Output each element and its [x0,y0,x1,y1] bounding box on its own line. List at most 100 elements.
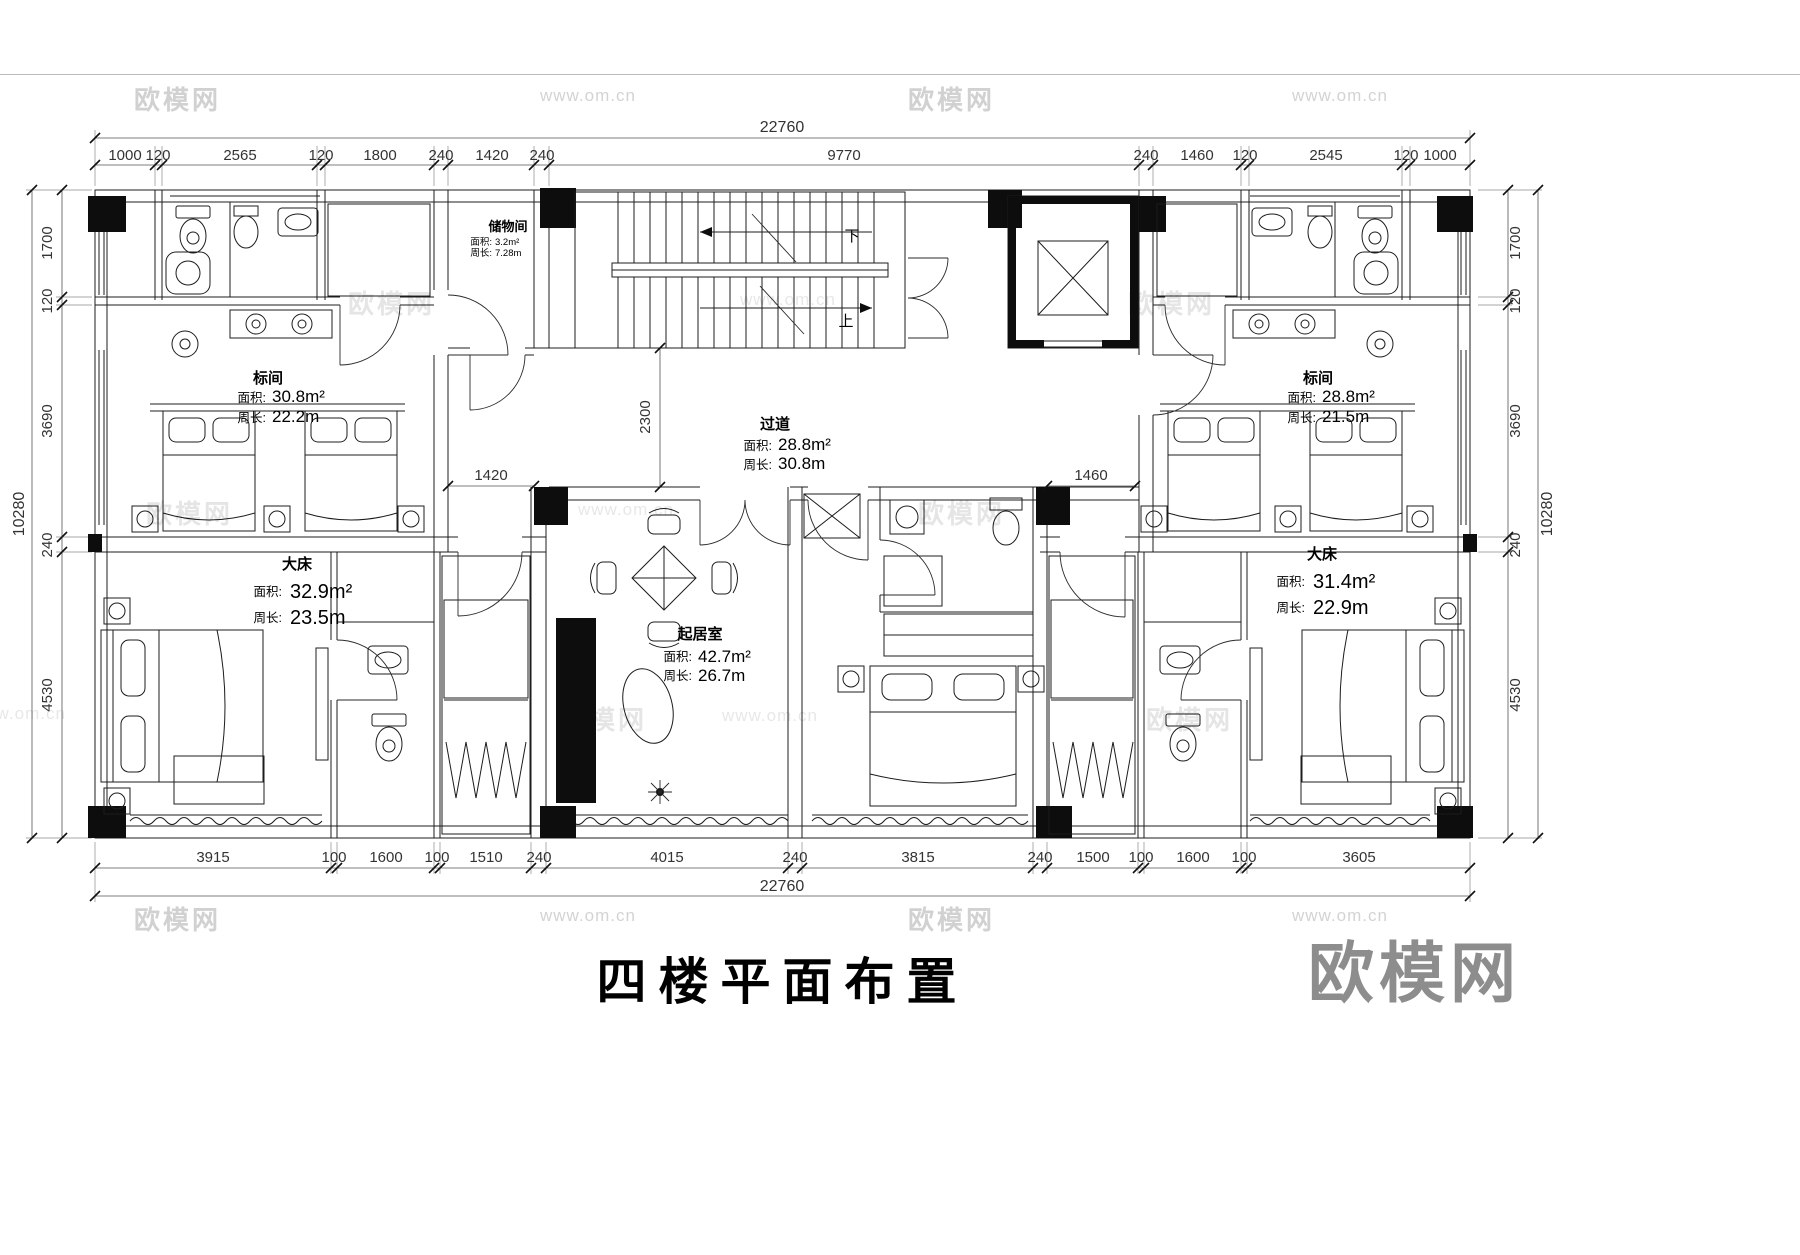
rug [1300,755,1392,805]
suite-middle [803,493,1045,807]
room-name: 大床 [282,555,313,573]
elevator [1007,195,1139,349]
room-peri-value: 23.5m [290,607,346,629]
dim-label: 100 [1128,849,1153,866]
brand-watermark: 欧模网 [146,499,234,529]
closet-king-right [1048,555,1136,835]
sink [1251,207,1293,237]
sink [277,207,319,237]
dim-label: 22760 [760,119,805,136]
dim-label: 2565 [223,147,256,164]
rug [173,755,265,805]
chair [647,621,681,648]
dim-label: 10280 [1539,492,1556,537]
room-name: 大床 [1307,545,1338,563]
url-watermark: www.om.cn [1292,86,1388,105]
room-peri-key: 周长: [238,411,266,425]
bed [1167,410,1261,532]
nightstand [1140,505,1168,533]
closet-top-left [327,203,431,297]
dim-label: 240 [526,849,551,866]
room-peri-key: 周长: [1288,411,1316,425]
doors [336,257,1242,701]
bed [112,629,264,783]
url-watermark: www.om.cn [578,500,674,519]
dim-label: 3690 [1507,404,1524,437]
dimensions-left: 1700 120 3690 240 4530 10280 [11,184,92,844]
dim-label: 240 [428,147,453,164]
sink [889,499,925,535]
room-area-value: 31.4m² [1313,571,1376,593]
cabinet [803,493,861,539]
nightstand [1434,597,1462,625]
room-peri-value: 30.8m [778,454,825,473]
dim-label: 1000 [1423,147,1456,164]
room-labels: 储物间 面积: 3.2m² 周长: 7.28m 标间 面积: 30.8m² 周长… [238,219,1376,685]
dim-label: 1000 [108,147,141,164]
toilet [175,205,211,254]
room-area-value: 28.8m² [1322,387,1375,406]
walls [94,189,1471,839]
room-area-key: 面积: [470,236,492,248]
sink [367,645,409,675]
room-area-value: 42.7m² [698,647,751,666]
dim-label: 4015 [650,849,683,866]
brand-watermark: 欧模网 [348,289,436,319]
chair [647,508,681,535]
room-peri-value: 7.28m [495,248,521,259]
dim-label: 240 [1133,147,1158,164]
nightstand [397,505,425,533]
url-watermark: www.om.cn [740,290,836,309]
closet-king-left [441,555,531,835]
room-area-value: 30.8m² [272,387,325,406]
sink [1159,645,1201,675]
room-peri-key: 周长: [1277,601,1305,615]
url-watermark: www.om.cn [722,706,818,725]
dim-label: 1500 [1076,849,1109,866]
room-peri-value: 26.7m [698,666,745,685]
top-divider [0,74,1800,75]
plant [648,780,672,804]
toilet [989,497,1023,546]
dim-label: 1510 [469,849,502,866]
dim-label: 120 [39,288,56,313]
room-area-value: 32.9m² [290,581,353,603]
drawing-title: 四楼平面布置 [596,954,969,1010]
dim-label: 3915 [196,849,229,866]
dim-label: 3815 [901,849,934,866]
nightstand [1274,505,1302,533]
dim-label: 1700 [39,226,56,259]
room-area-key: 面积: [664,650,692,664]
closet-top-right [1156,203,1238,297]
nightstand [263,505,291,533]
room-peri-key: 周长: [470,247,492,259]
stairwell: 下 上 [574,191,906,349]
brand-watermark: 欧模网 [908,905,996,935]
rug [622,668,674,744]
room-area-key: 面积: [238,391,266,405]
dim-label: 240 [782,849,807,866]
bed [304,410,398,532]
dim-label: 120 [1507,288,1524,313]
dim-label: 240 [1507,532,1524,557]
dimensions-top: 22760 1000 120 2565 120 1800 240 1420 24… [89,119,1476,186]
dim-label: 1700 [1507,226,1524,259]
url-watermark: www.om.cn [1292,906,1388,925]
nightstand [131,505,159,533]
room-king-left [100,597,329,815]
room-area-key: 面积: [1288,391,1316,405]
room-area-value: 28.8m² [778,435,831,454]
windows [98,195,1467,825]
room-name: 标间 [252,369,283,387]
dim-label: 1800 [363,147,396,164]
dim-label: 9770 [827,147,860,164]
room-peri-key: 周长: [254,611,282,625]
brand-watermark: 欧模网 [918,499,1006,529]
room-name: 起居室 [676,625,722,643]
dim-label: 100 [321,849,346,866]
chair [590,561,617,595]
url-watermark: www.om.cn [0,704,66,723]
room-peri-value: 21.5m [1322,407,1369,426]
room-peri-value: 22.9m [1313,597,1369,619]
